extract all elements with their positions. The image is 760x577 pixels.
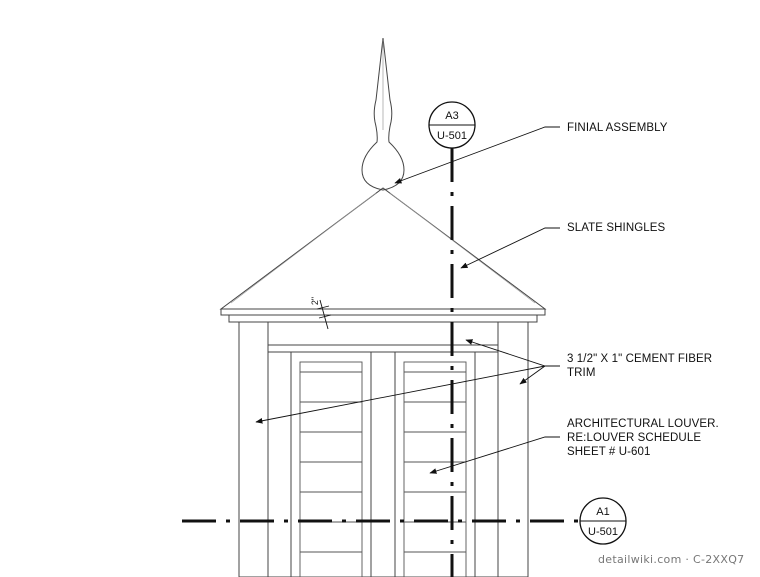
- hip-roof: [219, 187, 547, 323]
- callout-trim-line2: TRIM: [567, 367, 596, 379]
- callout-shingles: SLATE SHINGLES: [567, 222, 666, 234]
- cupola-body: [238, 321, 529, 577]
- dimension-cornice: [316, 299, 332, 330]
- section-marker-top-sheet: U-501: [437, 130, 467, 142]
- callout-louver-line3: SHEET # U-601: [567, 446, 651, 458]
- section-marker-right-sheet: U-501: [588, 526, 618, 538]
- callout-louver-line1: ARCHITECTURAL LOUVER.: [567, 418, 719, 430]
- watermark: detailwiki.com · C-2XXQ7: [598, 553, 745, 566]
- dimension-label: 2": [310, 297, 320, 305]
- section-marker-top-id: A3: [445, 110, 458, 122]
- louver-right: [403, 361, 467, 577]
- leaders: [255, 126, 560, 474]
- section-marker-right: A1 U-501: [579, 497, 627, 545]
- callout-louver-line2: RE:LOUVER SCHEDULE: [567, 432, 702, 444]
- louver-left: [299, 361, 363, 577]
- callout-finial: FINIAL ASSEMBLY: [567, 122, 668, 134]
- finial: [361, 37, 405, 191]
- section-marker-right-id: A1: [596, 506, 609, 518]
- callout-trim-line1: 3 1/2" X 1" CEMENT FIBER: [567, 353, 713, 365]
- section-marker-top: A3 U-501: [428, 101, 476, 149]
